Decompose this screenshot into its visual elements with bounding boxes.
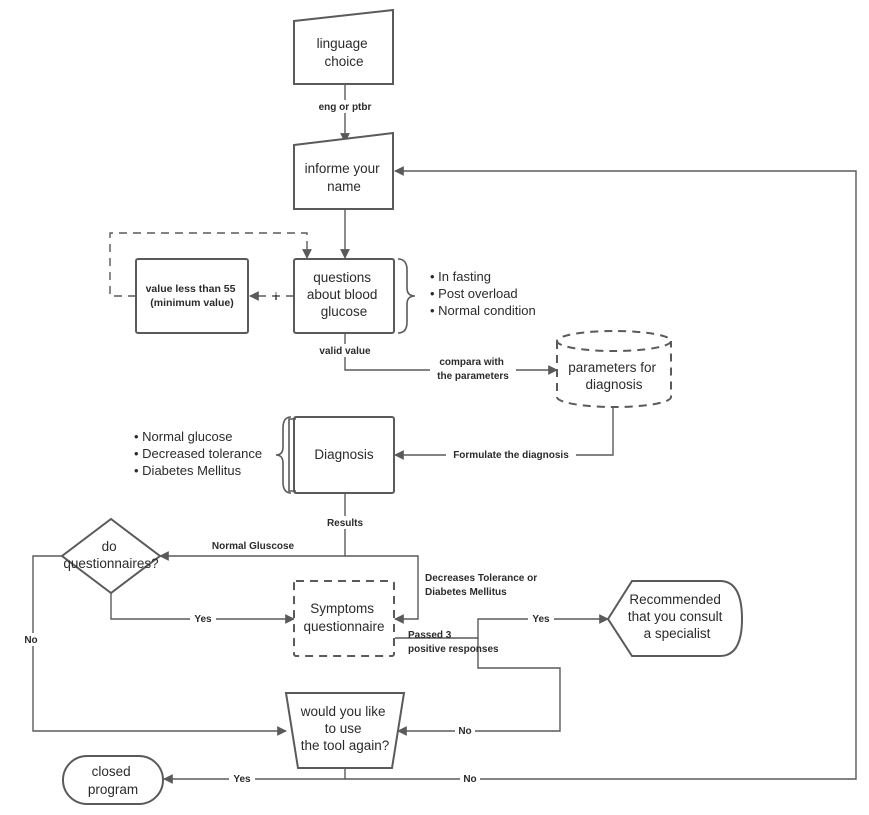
edge-label-yes-close: Yes (233, 774, 251, 785)
value-less-label: value less than 55 (minimum value) (146, 283, 239, 309)
diagnosis-node[interactable]: Diagnosis (288, 416, 395, 494)
tool-again-label: would you like to use the tool again? (300, 704, 390, 753)
language-choice-line-1: linguage (317, 36, 368, 51)
edge-label-eng-or-ptbr: eng or ptbr (319, 102, 372, 113)
parameters-label: parameters for diagnosis (568, 360, 660, 392)
recommended-label: Recommended that you consult a specialis… (628, 592, 726, 641)
edge-label-invalid-marker: i (275, 292, 278, 303)
questions-glucose-node[interactable]: questions about blood glucose (293, 258, 395, 334)
recommended-line-2: that you consult (628, 609, 723, 624)
inform-name-node[interactable]: informe your name (293, 131, 394, 210)
inform-name-label: informe your name (305, 161, 384, 194)
language-choice-label: linguage choice (317, 36, 372, 69)
do-questionnaires-label: do questionnaires? (63, 539, 158, 571)
edge-value-less-loop (109, 232, 312, 297)
edge-label-yes-specialist: Yes (532, 614, 550, 625)
tool-again-node[interactable]: would you like to use the tool again? (284, 692, 406, 769)
edge-label-compara-line-1: compara with (439, 357, 503, 368)
edge-diagnosis-to-symptoms (345, 555, 419, 624)
closed-program-node[interactable]: closed program (62, 755, 164, 805)
closed-program-line-2: program (88, 782, 138, 797)
inform-name-line-2: name (327, 179, 361, 194)
edge-symptoms-to-tool-again (397, 638, 561, 736)
edge-questionnaires-yes (110, 593, 295, 624)
edge-tool-again-to-name (345, 166, 857, 780)
edge-label-formulate: Formulate the diagnosis (453, 450, 569, 461)
tool-again-line-3: the tool again? (301, 738, 390, 753)
parameters-line-2: diagnosis (585, 377, 642, 392)
glucose-condition-item: • Post overload (430, 286, 518, 301)
diagnosis-label: Diagnosis (314, 447, 374, 462)
questions-glucose-line-1: questions (313, 270, 371, 285)
language-choice-line-2: choice (324, 54, 363, 69)
tool-again-line-1: would you like (300, 704, 386, 719)
diagnosis-bracket (288, 418, 296, 492)
tool-again-line-2: to use (325, 721, 362, 736)
diagnosis-brace (275, 416, 292, 494)
do-questionnaires-line-2: questionnaires? (63, 556, 158, 571)
glucose-conditions-list: • In fasting • Post overload • Normal co… (430, 269, 536, 318)
symptoms-label: Symptoms questionnaire (303, 601, 384, 634)
symptoms-line-1: Symptoms (310, 601, 374, 616)
questions-glucose-line-3: glucose (321, 304, 368, 319)
edge-label-no-passed: No (458, 726, 471, 737)
questions-glucose-label: questions about blood glucose (307, 270, 381, 319)
parameters-line-1: parameters for (568, 360, 656, 375)
recommended-line-3: a specialist (644, 626, 711, 641)
edge-parameters-to-diagnosis (394, 407, 614, 460)
do-questionnaires-node[interactable]: do questionnaires? (60, 517, 162, 595)
glucose-condition-item: • In fasting (430, 269, 491, 284)
inform-name-line-1: informe your (305, 161, 381, 176)
closed-program-line-1: closed (92, 764, 131, 779)
edge-label-valid-value: valid value (319, 346, 371, 357)
diagnosis-outcome-item: • Normal glucose (134, 429, 232, 444)
edge-label-passed-line-1: Passed 3 (408, 630, 452, 641)
edge-label-decreases-line-2: Diabetes Mellitus (425, 587, 507, 598)
questions-glucose-line-2: about blood (307, 287, 378, 302)
closed-program-label: closed program (88, 764, 138, 797)
value-less-node[interactable]: value less than 55 (minimum value) (135, 258, 249, 334)
edge-label-normal-gluscose: Normal Gluscose (212, 541, 295, 552)
value-less-line-2: (minimum value) (150, 297, 233, 309)
edge-label-passed-line-2: positive responses (408, 644, 499, 655)
edge-label-decreases: Decreases Tolerance or Diabetes Mellitus (425, 573, 540, 598)
value-less-line-1: value less than 55 (146, 283, 236, 295)
parameters-node[interactable]: parameters for diagnosis (556, 330, 672, 408)
recommended-line-1: Recommended (629, 592, 721, 607)
edge-label-decreases-line-1: Decreases Tolerance or (425, 573, 537, 584)
symptoms-line-2: questionnaire (303, 619, 384, 634)
edge-label-results: Results (327, 518, 364, 529)
edge-label-compara-line-2: the parameters (437, 371, 509, 382)
edge-label-no-again: No (463, 774, 476, 785)
diagnosis-outcome-item: • Decreased tolerance (134, 446, 262, 461)
do-questionnaires-line-1: do (102, 539, 117, 554)
edge-questionnaires-no (32, 555, 287, 736)
glucose-brace (397, 258, 416, 334)
diagnosis-outcomes-list: • Normal glucose • Decreased tolerance •… (134, 429, 262, 478)
edge-label-passed: Passed 3 positive responses (408, 630, 499, 655)
diagnosis-outcome-item: • Diabetes Mellitus (134, 463, 242, 478)
glucose-condition-item: • Normal condition (430, 303, 536, 318)
edge-label-no-questionnaire: No (24, 635, 37, 646)
edge-label-yes-questionnaire: Yes (194, 614, 212, 625)
recommended-node[interactable]: Recommended that you consult a specialis… (606, 580, 744, 657)
language-choice-node[interactable]: linguage choice (293, 8, 394, 85)
edge-label-compara: compara with the parameters (437, 357, 509, 382)
symptoms-node[interactable]: Symptoms questionnaire (293, 580, 395, 657)
